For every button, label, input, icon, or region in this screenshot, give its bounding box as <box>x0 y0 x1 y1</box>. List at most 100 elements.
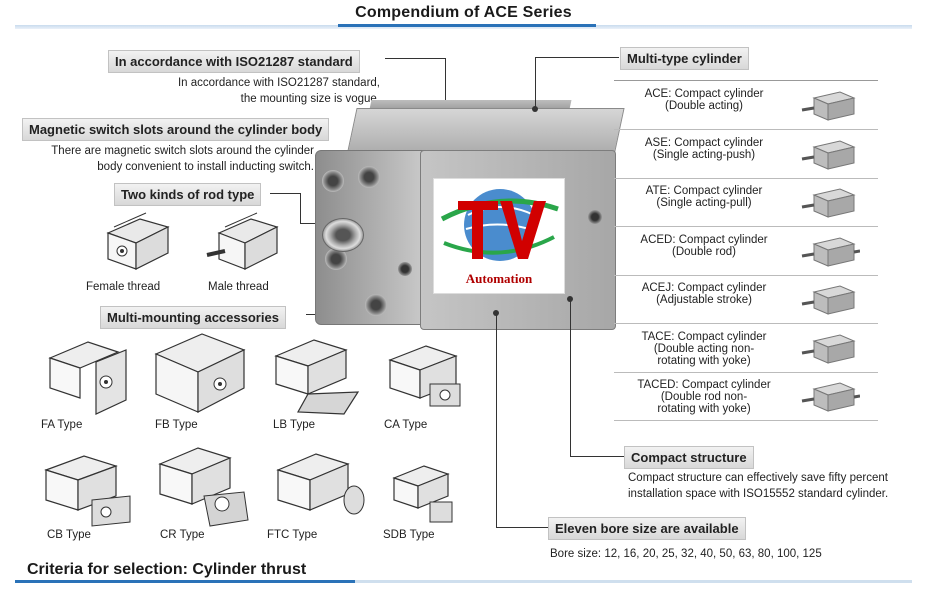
magnetic-slots-label: Magnetic switch slots around the cylinde… <box>22 118 330 141</box>
cylinder-type-text: ACE: Compact cylinder(Double acting) <box>614 88 794 112</box>
ca-type-label: CA Type <box>384 419 428 431</box>
sdb-type-label: SDB Type <box>383 529 435 541</box>
types-table-top-rule <box>614 80 878 81</box>
cylinder-type-text: ACEJ: Compact cylinder(Adjustable stroke… <box>614 282 794 306</box>
cylinder-type-row: ASE: Compact cylinder(Single acting-push… <box>614 131 878 179</box>
bolt-icon <box>358 166 380 188</box>
cylinder-type-text: TACED: Compact cylinder(Double rod non-r… <box>614 379 794 415</box>
rod-type-label: Two kinds of rod type <box>114 183 262 206</box>
bore-size-desc: Bore size: 12, 16, 20, 25, 32, 40, 50, 6… <box>550 548 822 560</box>
cylinder-type-text: TACE: Compact cylinder(Double acting non… <box>614 331 794 367</box>
compact-structure-desc: Compact structure can effectively save f… <box>628 470 924 502</box>
cylinder-type-line: (Double acting) <box>665 100 743 112</box>
iso-leader-v <box>445 58 446 108</box>
compact-leader-h <box>570 456 624 457</box>
cylinder-type-text: ACED: Compact cylinder(Double rod) <box>614 234 794 258</box>
cylinder-type-row: ACED: Compact cylinder(Double rod) <box>614 228 878 276</box>
cylinder-type-line: (Adjustable stroke) <box>656 294 752 306</box>
cylinder-type-line: (Single acting-pull) <box>656 197 752 209</box>
lb-type-image <box>274 339 360 415</box>
cylinder-type-row: TACE: Compact cylinder(Double acting non… <box>614 325 878 373</box>
cylinder-type-row: TACED: Compact cylinder(Double rod non-r… <box>614 373 878 421</box>
cr-type-image <box>158 447 249 527</box>
air-port-icon <box>588 210 602 224</box>
ftc-type-label: FTC Type <box>267 529 318 541</box>
logo-mark <box>440 189 559 261</box>
logo: Automation <box>433 178 565 294</box>
male-thread-label: Male thread <box>208 281 269 293</box>
slots-desc-line-2: body convenient to install inducting swi… <box>97 161 314 173</box>
rod-leader-h <box>270 193 300 194</box>
sdb-type-image <box>392 465 453 523</box>
cylinder-thumbnail <box>801 333 856 364</box>
bolt-icon <box>325 248 347 270</box>
title-underline <box>338 24 596 27</box>
cylinder-type-line: (Double rod) <box>672 245 736 258</box>
bore-leader-dot <box>493 310 499 316</box>
cylinder-type-line: TACE: Compact cylinder <box>641 330 767 343</box>
header-rule <box>15 25 912 29</box>
fb-type-image <box>154 333 246 413</box>
cylinder-type-line: (Single acting-push) <box>652 148 756 161</box>
ca-type-image <box>388 345 461 407</box>
footer-underline <box>15 580 355 583</box>
rod-leader-v <box>300 193 301 223</box>
compact-leader-dot <box>567 296 573 302</box>
compact-desc-line-1: Compact structure can effectively save f… <box>628 472 888 484</box>
iso-desc-line-2: the mounting size is vogue. <box>240 93 380 105</box>
cylinder-type-line: ATE: Compact cylinder <box>645 185 763 197</box>
cylinder-type-line: ASE: Compact cylinder <box>644 136 764 149</box>
multi-type-label: Multi-type cylinder <box>620 47 749 70</box>
cylinder-type-row: ACEJ: Compact cylinder(Adjustable stroke… <box>614 276 878 324</box>
cylinder-thumbnail <box>801 285 856 315</box>
compact-desc-line-2: installation space with ISO15552 standar… <box>628 488 889 500</box>
cylinder-type-line: ACEJ: Compact cylinder <box>641 282 767 294</box>
cylinder-thumbnail <box>801 236 860 267</box>
ftc-type-image <box>276 453 365 515</box>
cylinder-type-text: ASE: Compact cylinder(Single acting-push… <box>614 137 794 161</box>
rod-leader-h2 <box>300 223 320 224</box>
bore-leader-v <box>496 314 497 527</box>
magnetic-slots-desc: There are magnetic switch slots around t… <box>20 143 314 175</box>
cylinder-type-line: (Double acting non- <box>653 342 755 355</box>
bolt-icon <box>365 294 387 316</box>
page-title: Compendium of ACE Series <box>0 4 927 22</box>
iso-standard-desc: In accordance with ISO21287 standard, th… <box>100 75 380 107</box>
iso-standard-label: In accordance with ISO21287 standard <box>108 50 360 73</box>
cylinder-type-text: ATE: Compact cylinder(Single acting-pull… <box>614 185 794 209</box>
cb-type-image <box>44 455 131 527</box>
slots-desc-line-1: There are magnetic switch slots around t… <box>51 145 314 157</box>
air-port-icon <box>398 262 412 276</box>
lb-type-label: LB Type <box>273 419 315 431</box>
cylinder-type-line: TACED: Compact cylinder <box>637 379 771 391</box>
cylinder-thumbnail <box>801 91 856 121</box>
cr-type-label: CR Type <box>160 529 205 541</box>
multi-leader-h <box>535 57 619 58</box>
cylinder-type-row: ATE: Compact cylinder(Single acting-pull… <box>614 179 878 227</box>
footer-rule <box>15 580 912 583</box>
bolt-icon <box>322 170 344 192</box>
section-title-cylinder-thrust: Criteria for selection: Cylinder thrust <box>27 561 307 578</box>
cylinder-type-line: rotating with yoke) <box>657 403 751 415</box>
cylinder-type-line: (Double rod non- <box>660 391 748 403</box>
cylinder-thumbnail <box>801 382 860 412</box>
multi-leader-v <box>535 57 536 109</box>
cylinder-type-row: ACE: Compact cylinder(Double acting) <box>614 82 878 130</box>
piston-rod <box>322 218 364 252</box>
bore-leader-h <box>496 527 548 528</box>
female-thread-label: Female thread <box>86 281 161 293</box>
iso-desc-line-1: In accordance with ISO21287 standard, <box>177 77 380 89</box>
compact-leader-v <box>570 300 571 456</box>
multi-leader-dot <box>532 106 538 112</box>
cylinder-thumbnail <box>801 188 856 218</box>
fa-type-image <box>48 341 127 415</box>
logo-text: Automation <box>465 271 533 286</box>
fa-type-label: FA Type <box>41 419 83 431</box>
fb-type-label: FB Type <box>155 419 198 431</box>
cb-type-label: CB Type <box>47 529 91 541</box>
cylinder-type-line: ACE: Compact cylinder <box>644 88 764 100</box>
cylinder-type-line: rotating with yoke) <box>657 354 751 367</box>
male-thread-image <box>206 212 279 270</box>
bore-size-label: Eleven bore size are available <box>548 517 746 540</box>
compact-structure-label: Compact structure <box>624 446 754 469</box>
